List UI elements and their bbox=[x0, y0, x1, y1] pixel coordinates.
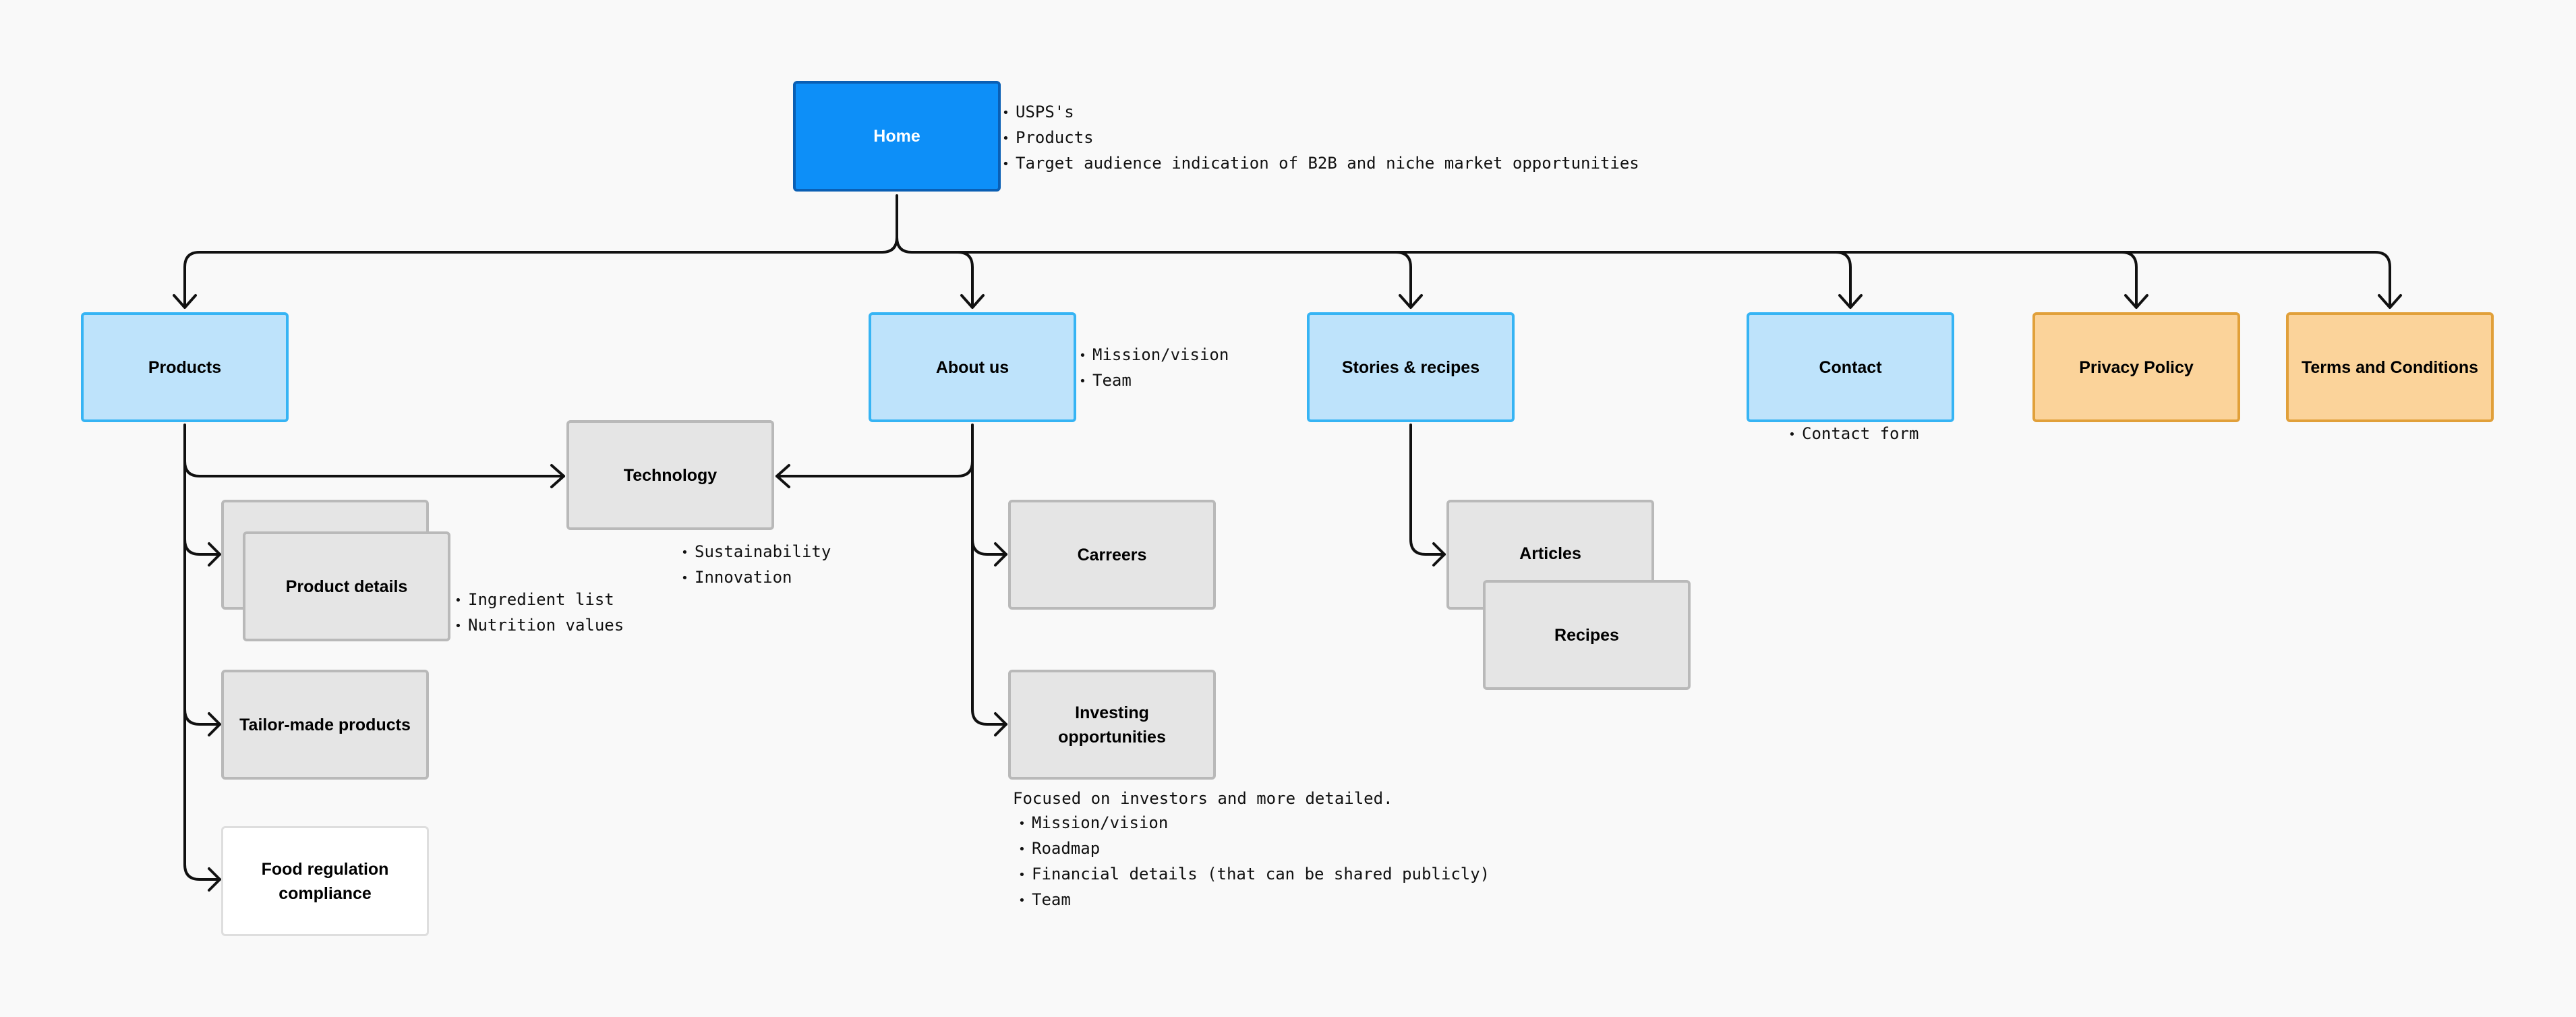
note-item: Roadmap bbox=[1018, 836, 1490, 862]
arrowhead-terms bbox=[2378, 294, 2402, 309]
arrowhead-regulation bbox=[208, 867, 221, 892]
arrowhead-articles bbox=[1432, 542, 1446, 566]
node-careers-label: Carreers bbox=[1077, 545, 1147, 564]
arrowhead-careers bbox=[994, 542, 1007, 566]
arrowhead-technology-right bbox=[775, 464, 790, 488]
connector-home-bus bbox=[183, 194, 898, 308]
note-item: Contact form bbox=[1788, 422, 1919, 447]
note-investing-lead: Focused on investors and more detailed. bbox=[1013, 789, 1393, 808]
node-recipes[interactable]: Recipes bbox=[1483, 580, 1691, 690]
node-food-regulation-compliance-label: Food regulation compliance bbox=[261, 859, 389, 903]
note-item: Nutrition values bbox=[455, 613, 624, 639]
node-product-details-label: Product details bbox=[285, 577, 408, 596]
note-item: Financial details (that can be shared pu… bbox=[1018, 862, 1490, 888]
node-food-regulation-compliance[interactable]: Food regulation compliance bbox=[221, 826, 429, 936]
arrowhead-about bbox=[960, 294, 985, 309]
node-contact[interactable]: Contact bbox=[1747, 312, 1954, 422]
connector-bus-contact bbox=[1834, 251, 1852, 308]
connector-about-spine bbox=[971, 424, 1007, 726]
note-about-us: Mission/vision Team bbox=[1079, 343, 1229, 394]
note-item: Ingredient list bbox=[455, 587, 624, 613]
node-products[interactable]: Products bbox=[81, 312, 289, 422]
node-products-label: Products bbox=[148, 357, 222, 377]
connector-about-careers bbox=[971, 538, 1007, 556]
connector-home-bus-right bbox=[896, 236, 2391, 308]
note-item: Team bbox=[1018, 888, 1490, 913]
note-item: Target audience indication of B2B and ni… bbox=[1002, 151, 1639, 177]
connector-about-technology bbox=[775, 460, 974, 477]
node-articles-label: Articles bbox=[1519, 544, 1581, 563]
node-home[interactable]: Home bbox=[793, 81, 1001, 192]
connector-bus-privacy bbox=[2120, 251, 2138, 308]
node-tailor-made-products-label: Tailor-made products bbox=[239, 715, 411, 734]
connector-stories-articles bbox=[1409, 424, 1446, 556]
note-product-details: Ingredient list Nutrition values bbox=[455, 587, 624, 639]
arrowhead-stories bbox=[1399, 294, 1423, 309]
note-contact: Contact form bbox=[1788, 422, 1919, 447]
note-item: Mission/vision bbox=[1018, 811, 1490, 836]
arrowhead-contact bbox=[1838, 294, 1863, 309]
node-careers[interactable]: Carreers bbox=[1008, 500, 1216, 610]
note-item: Innovation bbox=[681, 565, 831, 591]
connector-products-tailor bbox=[183, 708, 221, 726]
node-contact-label: Contact bbox=[1819, 357, 1882, 377]
node-recipes-label: Recipes bbox=[1554, 625, 1619, 645]
arrowhead-investing bbox=[994, 712, 1007, 736]
arrowhead-privacy bbox=[2124, 294, 2148, 309]
note-item: Mission/vision bbox=[1079, 343, 1229, 368]
arrowhead-technology-left bbox=[550, 464, 565, 488]
connector-bus-stories bbox=[1395, 251, 1412, 308]
connector-products-spine bbox=[183, 424, 221, 881]
note-home: USPS's Products Target audience indicati… bbox=[1002, 100, 1639, 177]
node-home-label: Home bbox=[873, 127, 920, 146]
arrowhead-tailor bbox=[208, 712, 221, 736]
node-terms-and-conditions[interactable]: Terms and Conditions bbox=[2286, 312, 2494, 422]
node-stories-recipes[interactable]: Stories & recipes bbox=[1307, 312, 1515, 422]
note-technology: Sustainability Innovation bbox=[681, 540, 831, 591]
node-product-details[interactable]: Product details bbox=[243, 531, 450, 641]
node-investing-opportunities-label: Investing opportunities bbox=[1058, 703, 1166, 747]
node-privacy-policy-label: Privacy Policy bbox=[2079, 357, 2194, 377]
node-about-us-label: About us bbox=[935, 357, 1009, 377]
connector-bus-about bbox=[956, 251, 974, 308]
node-about-us[interactable]: About us bbox=[869, 312, 1076, 422]
arrowhead-details bbox=[208, 542, 221, 566]
node-technology[interactable]: Technology bbox=[566, 420, 774, 530]
node-technology-label: Technology bbox=[623, 465, 718, 485]
connector-products-details bbox=[183, 538, 221, 556]
note-item: Sustainability bbox=[681, 540, 831, 565]
arrowhead-products bbox=[173, 294, 197, 309]
node-stories-recipes-label: Stories & recipes bbox=[1341, 357, 1480, 377]
note-item: Team bbox=[1079, 368, 1229, 394]
node-terms-and-conditions-label: Terms and Conditions bbox=[2301, 357, 2479, 377]
note-investing-opportunities: Focused on investors and more detailed. … bbox=[1013, 786, 1490, 913]
node-privacy-policy[interactable]: Privacy Policy bbox=[2032, 312, 2240, 422]
node-investing-opportunities[interactable]: Investing opportunities bbox=[1008, 670, 1216, 780]
note-item: USPS's bbox=[1002, 100, 1639, 125]
note-item: Products bbox=[1002, 125, 1639, 151]
node-articles[interactable]: Articles bbox=[1446, 500, 1654, 610]
node-tailor-made-products[interactable]: Tailor-made products bbox=[221, 670, 429, 780]
connector-products-technology bbox=[183, 460, 565, 477]
